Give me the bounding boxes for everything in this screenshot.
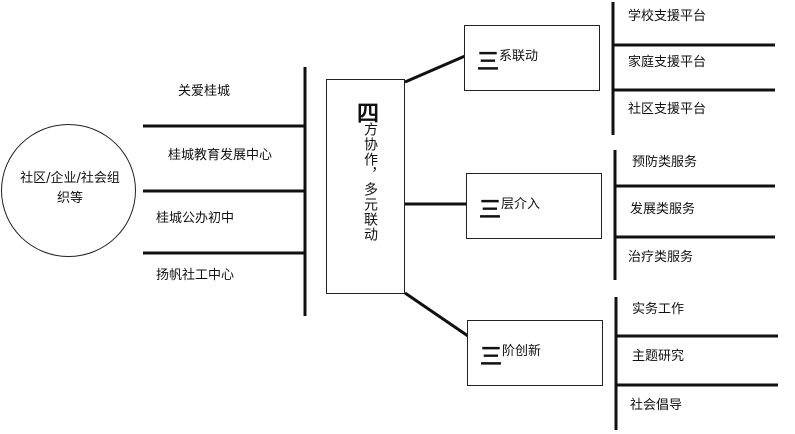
partner-label: 桂城教育发展中心 <box>168 148 273 163</box>
center-box: 四 方协作，多元联动 <box>326 79 405 294</box>
branch-item: 预防类服务 <box>632 155 698 170</box>
partner-label: 桂城公办初中 <box>156 211 235 226</box>
branch-item: 社区支援平台 <box>628 102 707 117</box>
branch-label: 阶创新 <box>502 344 542 359</box>
branch-big-char: 三 <box>480 345 503 370</box>
center-text: 方协作，多元联动 <box>362 122 378 242</box>
branch-item: 学校支援平台 <box>628 9 707 24</box>
branch-box-3: 三 阶创新 <box>467 320 603 386</box>
branch-label: 系联动 <box>499 49 539 64</box>
connector-line <box>404 291 469 338</box>
branch-box-2: 三 层介入 <box>466 173 602 239</box>
branch-item: 发展类服务 <box>630 202 696 217</box>
branch-label: 层介入 <box>501 197 541 212</box>
branch-big-char: 三 <box>479 198 502 223</box>
branch-box-1: 三 系联动 <box>464 25 600 91</box>
branch-item: 社会倡导 <box>630 398 683 413</box>
source-circle: 社区/企业/社会组织等 <box>1 124 136 257</box>
branch-item: 治疗类服务 <box>628 250 694 265</box>
branch-item: 主题研究 <box>632 349 685 364</box>
connector-line <box>404 54 466 84</box>
source-label: 社区/企业/社会组织等 <box>20 171 120 206</box>
branch-big-char: 三 <box>477 50 500 75</box>
center-big-char: 四 <box>357 102 380 127</box>
branch-item: 实务工作 <box>632 302 685 317</box>
partner-label: 扬帆社工中心 <box>156 268 235 283</box>
branch-item: 家庭支援平台 <box>628 55 707 70</box>
partner-label: 关爱桂城 <box>178 84 231 99</box>
